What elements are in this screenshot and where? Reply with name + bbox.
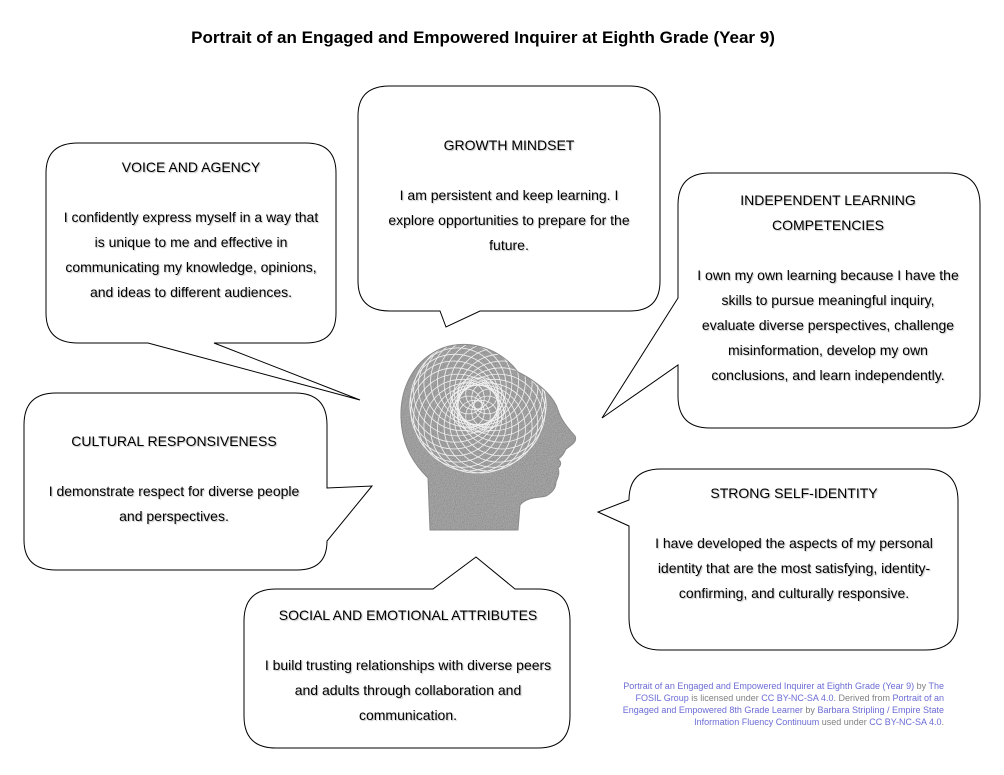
license-credit: Portrait of an Engaged and Empowered Inq… <box>600 680 944 728</box>
independent-learning-text: I own my own learning because I have the… <box>697 267 959 383</box>
strong-self-identity-text: I have developed the aspects of my perso… <box>655 535 933 601</box>
credit-licensed: is licensed under <box>688 693 762 703</box>
bubble-growth-mindset-shape <box>357 85 661 328</box>
voice-and-agency-heading: VOICE AND AGENCY <box>121 159 261 175</box>
bubble-cultural-responsiveness: CULTURAL RESPONSIVENESS I demonstrate re… <box>36 429 312 529</box>
credit-license-link[interactable]: CC BY-NC-SA 4.0 <box>761 693 834 703</box>
human-head-profile-icon <box>400 343 577 531</box>
credit-source-author-link[interactable]: Barbara Stripling / Empire State Informa… <box>694 705 944 727</box>
credit-end: . <box>941 717 944 727</box>
credit-derived: . Derived from <box>833 693 893 703</box>
growth-mindset-heading: GROWTH MINDSET <box>443 137 575 153</box>
bubble-social-emotional: SOCIAL AND EMOTIONAL ATTRIBUTES I build … <box>262 603 554 728</box>
bubble-voice-and-agency-shape <box>45 142 361 401</box>
bubble-independent-learning: INDEPENDENT LEARNING COMPETENCIES I own … <box>694 188 962 388</box>
credit-by-2: by <box>802 705 818 715</box>
bubble-strong-self-identity: STRONG SELF-IDENTITY I have developed th… <box>646 481 942 606</box>
diagram-title: Portrait of an Engaged and Empowered Inq… <box>191 28 775 47</box>
credit-author-link[interactable]: The FOSIL Group <box>635 681 944 703</box>
growth-mindset-text: I am persistent and keep learning. I exp… <box>388 187 630 253</box>
bubble-growth-mindset: GROWTH MINDSET I am persistent and keep … <box>378 133 640 258</box>
credit-source-link[interactable]: Portrait of an Engaged and Empowered 8th… <box>622 693 944 715</box>
bubble-cultural-responsiveness-shape <box>23 392 374 571</box>
social-emotional-heading: SOCIAL AND EMOTIONAL ATTRIBUTES <box>278 607 538 623</box>
credit-by: by <box>914 681 929 691</box>
independent-learning-heading: INDEPENDENT LEARNING COMPETENCIES <box>740 192 916 233</box>
social-emotional-text: I build trusting relationships with dive… <box>264 657 552 723</box>
bubble-social-emotional-shape <box>243 556 571 749</box>
bubble-strong-self-identity-shape <box>596 468 959 651</box>
cultural-responsiveness-text: I demonstrate respect for diverse people… <box>48 483 300 524</box>
credit-license-link-2[interactable]: CC BY-NC-SA 4.0 <box>869 717 942 727</box>
voice-and-agency-text: I confidently express myself in a way th… <box>63 209 319 300</box>
bubble-voice-and-agency: VOICE AND AGENCY I confidently express m… <box>62 155 320 305</box>
strong-self-identity-heading: STRONG SELF-IDENTITY <box>710 485 878 501</box>
credit-work-link[interactable]: Portrait of an Engaged and Empowered Inq… <box>623 681 915 691</box>
cultural-responsiveness-heading: CULTURAL RESPONSIVENESS <box>71 433 277 449</box>
spiral-pattern <box>409 344 547 474</box>
bubble-independent-learning-shape <box>601 172 981 429</box>
credit-used: used under <box>819 717 870 727</box>
